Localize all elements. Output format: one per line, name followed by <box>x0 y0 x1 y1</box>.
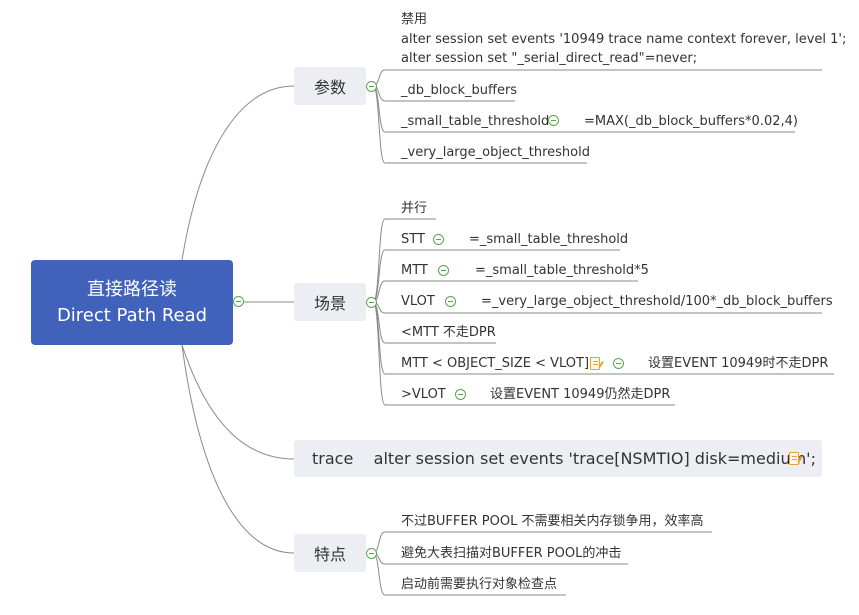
feat-item1: 不过BUFFER POOL 不需要相关内存锁争用，效率高 <box>401 514 704 529</box>
scen-mtt-collapse-icon[interactable] <box>438 265 449 276</box>
scen-vlot-collapse-icon[interactable] <box>445 296 456 307</box>
branch-scenarios-label: 场景 <box>313 294 346 313</box>
scen-vlot: VLOT <box>401 294 435 309</box>
stt-collapse-icon[interactable] <box>548 115 559 126</box>
scenarios-collapse-icon[interactable] <box>366 297 377 308</box>
params-collapse-icon[interactable] <box>366 81 377 92</box>
root-node[interactable]: 直接路径读 Direct Path Read <box>31 260 233 345</box>
edge-root-trace <box>181 344 295 460</box>
note-icon[interactable] <box>590 357 600 370</box>
trace-note-icon[interactable] <box>789 452 799 465</box>
params-very-large-object-threshold: _very_large_object_threshold <box>401 145 590 160</box>
scen-parallel: 并行 <box>401 201 428 216</box>
branch-trace[interactable]: trace alter session set events 'trace[NS… <box>294 440 822 477</box>
feat-item2: 避免大表扫描对BUFFER POOL的冲击 <box>401 546 622 561</box>
scen-mtt: MTT <box>401 263 428 278</box>
scen-lt-mtt: <MTT 不走DPR <box>401 325 496 340</box>
scen-mtt-range: MTT < OBJECT_SIZE < VLOT] <box>401 356 590 371</box>
params-disable-line2: alter session set "_serial_direct_read"=… <box>401 51 698 66</box>
params-small-table-threshold: _small_table_threshold <box>401 114 550 129</box>
scen-mtt-range-value: 设置EVENT 10949时不走DPR <box>648 356 829 371</box>
scen-stt-value: =_small_table_threshold <box>469 232 629 247</box>
branch-features[interactable]: 特点 <box>294 534 366 572</box>
scen-mtt-value: =_small_table_threshold*5 <box>475 263 649 278</box>
scen-gtvlot-collapse-icon[interactable] <box>455 389 466 400</box>
root-collapse-icon[interactable] <box>233 296 244 307</box>
features-collapse-icon[interactable] <box>366 548 377 559</box>
params-db-block-buffers: _db_block_buffers <box>401 83 518 98</box>
edge-root-params <box>181 85 295 261</box>
scen-vlot-value: =_very_large_object_threshold/100*_db_bl… <box>481 294 833 309</box>
branch-features-label: 特点 <box>313 545 346 564</box>
scen-range-collapse-icon[interactable] <box>613 358 624 369</box>
scen-gt-vlot: >VLOT <box>401 387 446 402</box>
root-title-cn: 直接路径读 <box>87 278 177 300</box>
root-title-en: Direct Path Read <box>56 304 208 326</box>
params-stt-value: =MAX(_db_block_buffers*0.02,4) <box>584 114 798 129</box>
params-disable-line1: alter session set events '10949 trace na… <box>401 32 847 47</box>
branch-params-label: 参数 <box>313 78 346 97</box>
params-disable-title: 禁用 <box>401 12 428 27</box>
branch-scenarios[interactable]: 场景 <box>294 283 366 321</box>
branch-trace-text: trace alter session set events 'trace[NS… <box>312 449 816 468</box>
edge-root-features <box>181 344 295 554</box>
scen-stt-collapse-icon[interactable] <box>433 234 444 245</box>
scen-gt-vlot-value: 设置EVENT 10949仍然走DPR <box>490 387 671 402</box>
feat-item3: 启动前需要执行对象检查点 <box>401 577 558 592</box>
scen-stt: STT <box>401 232 425 247</box>
branch-params[interactable]: 参数 <box>294 67 366 105</box>
